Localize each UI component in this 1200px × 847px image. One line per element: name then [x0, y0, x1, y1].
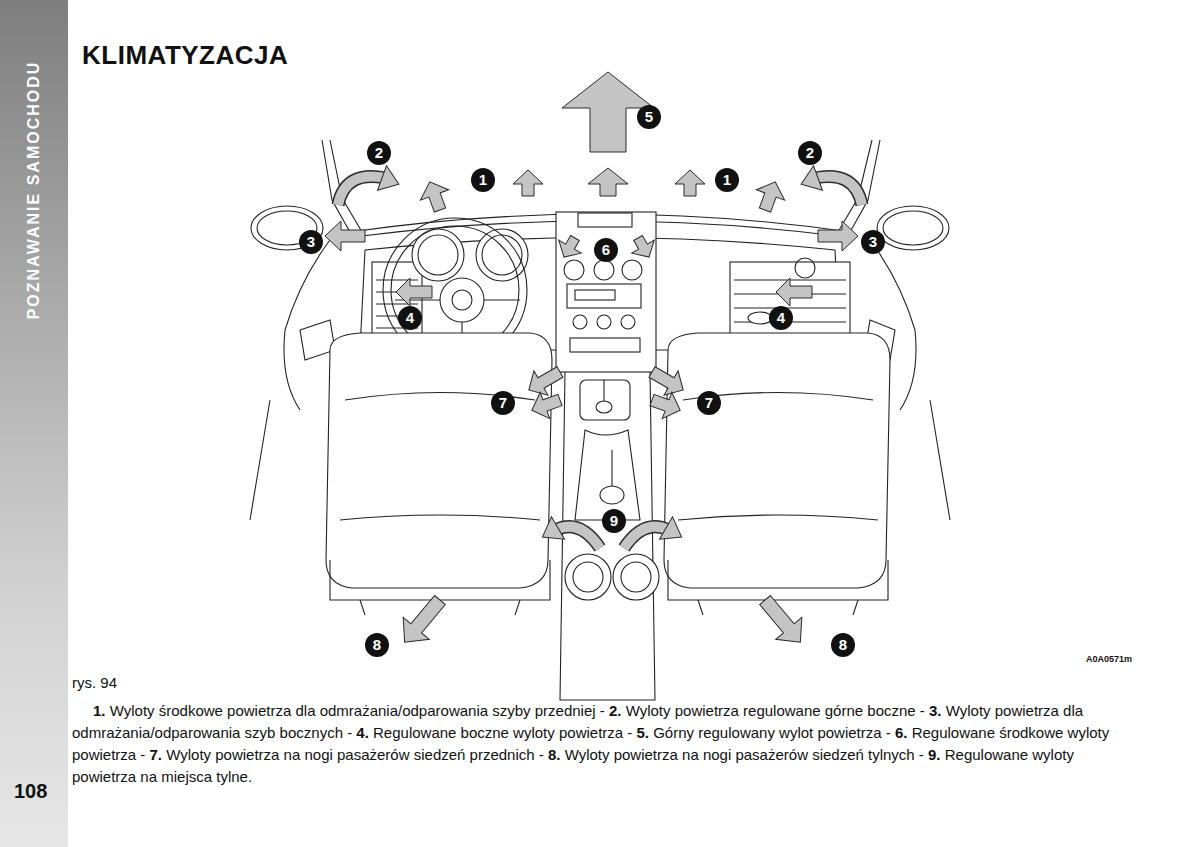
air-arrow	[627, 232, 661, 264]
air-arrow	[660, 517, 689, 549]
page-number: 108	[14, 780, 47, 803]
air-arrow	[647, 387, 685, 424]
air-arrow	[527, 387, 565, 424]
caption-number: 2.	[609, 702, 626, 719]
air-arrow	[645, 360, 690, 402]
caption-number: 4.	[356, 724, 373, 741]
callout-number: 2	[364, 142, 394, 164]
air-arrow	[752, 589, 813, 653]
callout-number: 6	[591, 239, 621, 261]
figure-number: rys. 94	[72, 674, 117, 691]
caption-text: Górny regulowany wylot powietrza -	[653, 724, 895, 741]
callout-number: 7	[488, 392, 518, 414]
callout-number: 5	[634, 106, 664, 128]
air-arrow	[392, 589, 453, 653]
air-arrow	[588, 168, 628, 196]
callout-number: 4	[395, 307, 425, 329]
air-arrow	[776, 278, 812, 306]
air-arrow-curve	[815, 177, 862, 205]
air-arrow	[818, 221, 858, 251]
air-arrow	[675, 170, 705, 196]
air-arrow	[797, 166, 823, 197]
caption-number: 3.	[929, 702, 946, 719]
callout-number: 8	[362, 634, 392, 656]
air-arrow	[522, 360, 567, 402]
air-arrow	[553, 232, 587, 264]
caption-number: 5.	[636, 724, 653, 741]
caption-text: Wyloty powietrza regulowane górne boczne…	[626, 702, 929, 719]
air-arrow	[416, 177, 454, 215]
air-arrow-curve	[815, 177, 862, 205]
side-tab-text: POZNAWANIE SAMOCHODU	[23, 30, 45, 350]
figure-code: A0A0571m	[1086, 654, 1132, 664]
air-arrow-curve	[338, 177, 385, 205]
callout-number: 7	[694, 392, 724, 414]
air-arrow	[378, 166, 404, 197]
air-arrow-curve	[338, 177, 385, 205]
air-arrow	[751, 177, 789, 215]
caption-text: Wyloty powietrza na nogi pasażerów siedz…	[565, 746, 928, 763]
callout-number: 3	[858, 231, 888, 253]
air-arrow	[396, 278, 432, 306]
caption-text: Regulowane boczne wyloty powietrza -	[373, 724, 636, 741]
caption-number: 1.	[93, 702, 110, 719]
air-arrow	[536, 517, 565, 549]
caption-text: Wyloty powietrza na nogi pasażerów siedz…	[166, 746, 548, 763]
callout-number: 9	[599, 510, 629, 532]
callout-number: 4	[766, 307, 796, 329]
figure-caption: 1. Wyloty środkowe powietrza dla odmraża…	[72, 700, 1130, 788]
air-arrow	[325, 221, 365, 251]
callout-number: 1	[468, 169, 498, 191]
caption-number: 8.	[548, 746, 565, 763]
air-arrow	[513, 170, 543, 196]
caption-number: 9.	[928, 746, 945, 763]
callout-number: 1	[712, 169, 742, 191]
page-title: KLIMATYZACJA	[82, 40, 288, 71]
caption-number: 7.	[150, 746, 167, 763]
callout-number: 2	[795, 142, 825, 164]
caption-text: Wyloty środkowe powietrza dla odmrażania…	[110, 702, 609, 719]
caption-number: 6.	[895, 724, 912, 741]
callout-number: 3	[296, 231, 326, 253]
callout-number: 8	[828, 634, 858, 656]
